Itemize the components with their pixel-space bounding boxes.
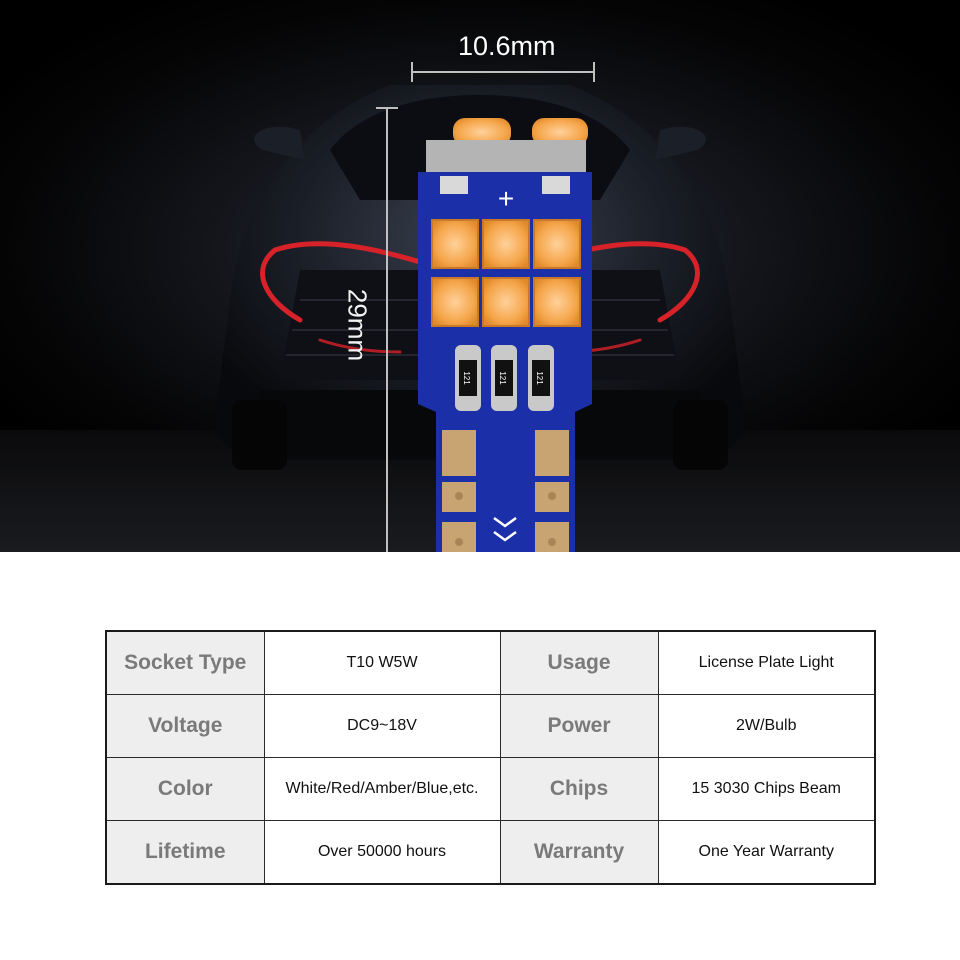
spec-key: Usage	[499, 630, 659, 695]
spec-value: One Year Warranty	[657, 820, 876, 885]
side-led-right	[532, 118, 588, 146]
spec-value: DC9~18V	[263, 694, 501, 758]
spec-value: 15 3030 Chips Beam	[657, 757, 876, 821]
product-photo: + 121 121 121	[0, 0, 960, 552]
table-row: Socket Type T10 W5W Usage License Plate …	[105, 630, 876, 695]
table-row: Voltage DC9~18V Power 2W/Bulb	[105, 694, 876, 758]
spec-value: License Plate Light	[657, 630, 876, 695]
spec-key: Power	[499, 694, 659, 758]
spec-key: Color	[105, 757, 265, 821]
car-and-bulb-illustration: + 121 121 121	[0, 62, 960, 552]
spec-value: T10 W5W	[263, 630, 501, 695]
table-row: Lifetime Over 50000 hours Warranty One Y…	[105, 820, 876, 885]
led-chip-grid	[431, 219, 581, 327]
svg-text:121: 121	[462, 371, 471, 385]
spec-key: Chips	[499, 757, 659, 821]
spec-value: Over 50000 hours	[263, 820, 501, 885]
svg-text:121: 121	[535, 371, 544, 385]
dimension-lines	[376, 62, 595, 552]
spec-key: Lifetime	[105, 820, 265, 885]
polarity-plus: +	[498, 183, 514, 214]
spec-value: White/Red/Amber/Blue,etc.	[263, 757, 501, 821]
led-bulb: + 121 121 121	[418, 118, 592, 552]
spec-value: 2W/Bulb	[657, 694, 876, 758]
spec-key: Socket Type	[105, 630, 265, 695]
width-dimension-label: 10.6mm	[458, 31, 556, 61]
spec-key: Warranty	[499, 820, 659, 885]
contact-pads	[442, 430, 569, 552]
table-row: Color White/Red/Amber/Blue,etc. Chips 15…	[105, 757, 876, 821]
bulb-cap	[426, 140, 586, 172]
chevron-down-icon	[493, 516, 517, 542]
svg-text:121: 121	[498, 371, 507, 385]
specifications-table: Socket Type T10 W5W Usage License Plate …	[105, 630, 876, 885]
spec-key: Voltage	[105, 694, 265, 758]
side-led-left	[453, 118, 511, 146]
resistors: 121 121 121	[455, 345, 554, 411]
height-dimension-label: 29mm	[342, 288, 373, 362]
